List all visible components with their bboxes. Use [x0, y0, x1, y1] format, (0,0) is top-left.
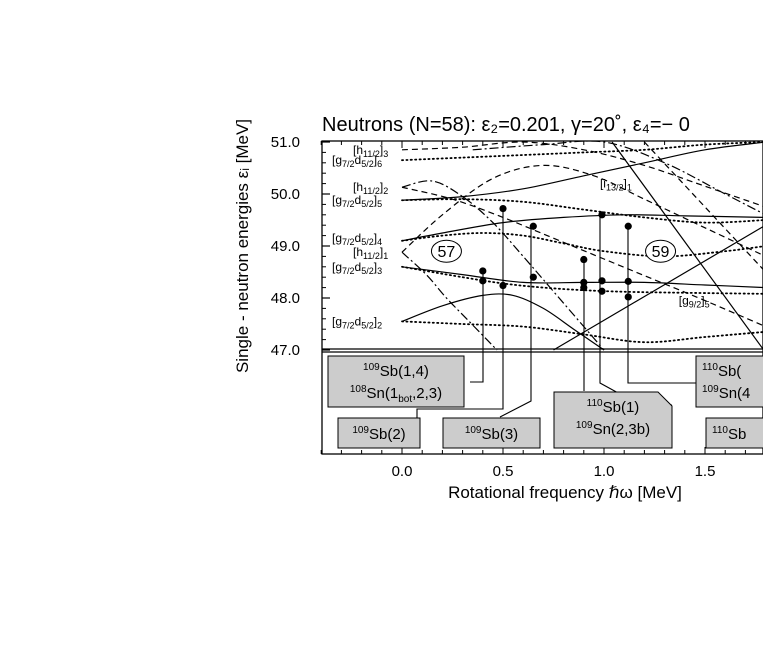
level-curve-dashed [401, 141, 763, 207]
configuration-box-line: 109Sn(4 [702, 384, 750, 402]
configuration-box [705, 417, 763, 449]
level-curve-dashdot [401, 180, 605, 351]
configuration-box [327, 355, 465, 408]
configuration-box-line: 110Sb( [702, 362, 741, 380]
y-axis: 51.0 50.0 49.0 48.0 47.0 [271, 134, 330, 359]
level-curve-solid [401, 293, 605, 351]
configuration-box [553, 391, 673, 449]
level-curve-dashed [401, 186, 763, 327]
level-curve-solid [401, 141, 763, 201]
configuration-point [529, 222, 537, 230]
y-tick-label: 50.0 [271, 186, 300, 203]
gap-number: 57 [438, 244, 456, 261]
x-tick-label: 1.0 [594, 463, 615, 480]
level-curve-dotted [401, 232, 763, 258]
x-tick-label: 0.5 [493, 463, 514, 480]
configuration-box-line: 109Sb(3) [465, 425, 518, 443]
gap-circle [430, 239, 462, 263]
level-curve-dashdot [472, 141, 763, 215]
configuration-box [695, 355, 763, 408]
level-label: [h11/2]3 [353, 143, 388, 159]
level-label: [h11/2]1 [353, 245, 388, 261]
gap-labels: 57 59 [430, 239, 677, 263]
x-tick-label: 0.0 [392, 463, 413, 480]
level-label: [g7/2d5/2]2 [332, 314, 382, 330]
configuration-point [499, 204, 507, 213]
configuration-point [598, 287, 606, 295]
configuration-connector [499, 225, 532, 418]
configuration-point [580, 255, 588, 264]
level-curve-dashdot [401, 251, 498, 351]
configuration-box [337, 417, 421, 449]
configuration-point [624, 222, 632, 230]
level-curve-dotted [401, 265, 763, 295]
configuration-box-line: 109Sn(2,3b) [576, 420, 650, 438]
gap-circle [645, 239, 677, 263]
level-label: [g7/2d5/2]5 [332, 193, 382, 209]
level-label: [g9/2]5 [679, 294, 710, 310]
configuration-box-line: 110Sb(1) [587, 398, 640, 416]
level-curve-solid [553, 226, 763, 351]
configuration-connector [416, 209, 504, 418]
y-tick-label: 51.0 [271, 134, 300, 151]
configuration-point [580, 284, 588, 292]
configuration-point [529, 273, 537, 281]
configuration-box-line: 108Sn(1bot,2,3) [350, 384, 442, 405]
configuration-point [598, 211, 606, 219]
level-curve-solid [611, 141, 763, 351]
level-curve-dashed [401, 164, 763, 256]
level-label: [g7/2d5/2]4 [332, 231, 382, 247]
configuration-points [479, 204, 632, 301]
gap-number: 59 [652, 244, 670, 261]
level-curve-dotted [401, 198, 763, 224]
level-label: [h11/2]2 [353, 180, 388, 196]
level-curve-dotted [401, 141, 763, 162]
configuration-point [499, 281, 507, 290]
y-axis-label: Single - neutron energies εᵢ [MeV] [233, 119, 252, 373]
configuration-point [598, 277, 606, 285]
configuration-box-line: 109Sb(1,4) [363, 362, 429, 380]
configuration-point [624, 293, 632, 301]
chart-title: Neutrons (N=58): ε₂=0.201, γ=20˚, ε₄=− 0 [322, 114, 690, 136]
configuration-point [479, 277, 487, 285]
y-tick-label: 47.0 [271, 342, 300, 359]
level-label: [g7/2d5/2]6 [332, 153, 382, 169]
configuration-connector [470, 269, 484, 383]
configuration-box [442, 417, 541, 449]
level-label: [i13/2]1 [600, 177, 632, 193]
y-tick-label: 48.0 [271, 290, 300, 307]
configuration-boxes: 109Sb(1,4) 108Sn(1bot,2,3) 109Sb(2) 109Sb(3… [327, 355, 763, 449]
y-tick-label: 49.0 [271, 238, 300, 255]
x-tick-label: 1.5 [695, 463, 716, 480]
x-axis-label: Rotational frequency ℏω [MeV] [448, 483, 682, 502]
configuration-point [624, 277, 632, 285]
level-curve-solid [401, 214, 763, 242]
configuration-box-line: 110Sb [712, 425, 746, 443]
configuration-box-line: 109Sb(2) [352, 425, 405, 443]
level-labels: [h11/2]3[g7/2d5/2]6 [h11/2]2[g7/2d5/2]5 [g… [332, 143, 710, 331]
level-label: [g7/2d5/2]3 [332, 260, 382, 276]
configuration-point [580, 278, 588, 286]
configuration-point [479, 267, 487, 275]
